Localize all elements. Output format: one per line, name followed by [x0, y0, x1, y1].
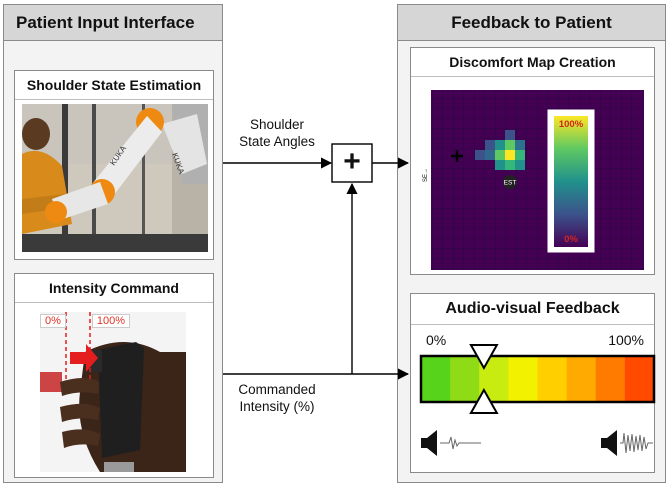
feedback-panel-title: Feedback to Patient	[398, 5, 665, 41]
commanded-intensity-label: Commanded Intensity (%)	[222, 381, 332, 415]
intensity-color-bar	[421, 356, 655, 402]
intensity-command-title: Intensity Command	[15, 274, 213, 303]
colorbar-top-label: 100%	[559, 119, 584, 130]
shoulder-state-title: Shoulder State Estimation	[15, 71, 213, 100]
intensity-bar-segment	[450, 356, 480, 402]
patient-input-panel: Patient Input Interface Shoulder State E…	[3, 4, 223, 483]
discomfort-map-title: Discomfort Map Creation	[411, 48, 654, 77]
est-marker-label: EST	[504, 180, 517, 187]
audio-visual-title: Audio-visual Feedback	[411, 294, 654, 325]
feedback-min-label: 0%	[426, 332, 447, 348]
commanded-intensity-label-line2: Intensity (%)	[239, 399, 315, 414]
shoulder-angles-label: Shoulder State Angles	[222, 116, 332, 150]
shoulder-angles-label-line1: Shoulder	[249, 117, 305, 132]
intensity-bar-segment	[595, 356, 626, 402]
speaker-quiet-icon	[421, 430, 481, 456]
robot-arm-photo: KUKA KUKA	[22, 104, 208, 252]
intensity-command-card: Intensity Command 0% 100%	[14, 273, 214, 478]
audio-visual-feedback-card: Audio-visual Feedback 0% 100%	[410, 293, 656, 473]
speaker-loud-icon	[601, 430, 653, 456]
level-indicator-bottom	[469, 387, 499, 414]
handheld-trigger-photo: 0% 100%	[40, 312, 186, 472]
intensity-bar-segment	[508, 356, 538, 402]
map-axis-label: SE→	[423, 168, 429, 182]
commanded-intensity-label-line1: Commanded	[238, 382, 316, 397]
summing-junction-symbol: +	[343, 145, 361, 178]
trigger-max-label: 100%	[92, 314, 130, 328]
trigger-min-label: 0%	[40, 314, 66, 328]
discomfort-map-card: Discomfort Map Creation	[410, 47, 655, 275]
robot-arm-illustration: KUKA KUKA	[22, 104, 208, 252]
intensity-bar-segment	[421, 356, 451, 402]
shoulder-angles-label-line2: State Angles	[239, 134, 315, 149]
intensity-bar-segment	[537, 356, 568, 402]
intensity-bar-graphic	[419, 344, 656, 456]
feedback-max-label: 100%	[608, 332, 644, 348]
shoulder-state-card: Shoulder State Estimation	[14, 70, 214, 260]
trigger-illustration	[40, 312, 186, 472]
patient-input-title: Patient Input Interface	[4, 5, 222, 41]
feedback-panel: Feedback to Patient Discomfort Map Creat…	[397, 4, 666, 483]
intensity-bar-segment	[624, 356, 655, 402]
colorbar-bottom-label: 0%	[564, 234, 578, 245]
level-indicator-top	[469, 344, 499, 371]
intensity-bar-segment	[566, 356, 597, 402]
discomfort-heatmap: EST SE→ 100% 0%	[423, 90, 644, 270]
